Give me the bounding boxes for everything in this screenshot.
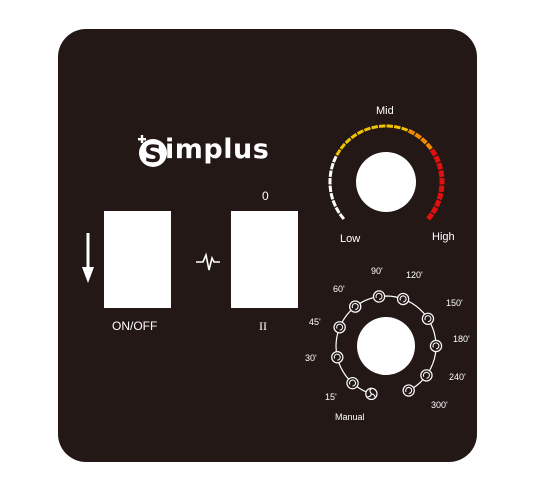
- heat-low-label: Low: [340, 233, 361, 245]
- switch-mode-label: II: [259, 319, 267, 333]
- timer-position-15: [346, 376, 359, 390]
- simplus-logo-icon: S: [138, 135, 167, 168]
- heat-scale-tick: [328, 185, 333, 193]
- heat-scale-tick: [350, 133, 358, 140]
- timer-position-90: [372, 290, 386, 303]
- clock-icon: [336, 323, 344, 331]
- heat-scale-tick: [436, 192, 444, 200]
- clock-icon: [405, 387, 413, 394]
- fan-icon: [367, 388, 376, 398]
- heat-scale-tick: [356, 129, 364, 135]
- heat-scale-tick: [420, 137, 428, 145]
- clock-icon: [424, 315, 432, 323]
- heat-scale-tick: [425, 142, 433, 151]
- heat-scale-tick: [414, 132, 422, 140]
- heat-scale-tick: [430, 206, 439, 215]
- clock-icon: [351, 303, 359, 310]
- clock-icon: [349, 379, 357, 387]
- heat-scale-tick: [329, 192, 335, 200]
- heat-scale-tick: [344, 137, 352, 145]
- heat-scale-tick: [363, 126, 371, 132]
- mode-rocker-switch[interactable]: [231, 211, 298, 308]
- timer-label-180: 180': [453, 334, 470, 344]
- clock-icon: [375, 292, 383, 300]
- heat-scale-tick: [338, 213, 346, 220]
- heat-scale-tick: [331, 199, 337, 207]
- brand-name: implus: [165, 134, 270, 165]
- heat-scale-tick: [429, 148, 438, 157]
- timer-position-manual: [365, 387, 378, 401]
- svg-text:S: S: [144, 140, 161, 168]
- timer-position-300: [402, 384, 415, 397]
- clock-icon: [333, 353, 341, 361]
- heat-scale-tick: [438, 170, 445, 178]
- heat-scale-tick: [434, 199, 442, 208]
- timer-position-180: [429, 339, 443, 353]
- heat-scale-tick: [339, 142, 347, 150]
- clock-icon: [399, 295, 407, 303]
- timer-manual-label: Manual: [335, 412, 365, 422]
- clock-icon: [432, 342, 440, 350]
- power-switch-label: ON/OFF: [112, 319, 158, 333]
- heat-mid-label: Mid: [376, 105, 394, 117]
- heat-scale-tick: [401, 126, 409, 132]
- heat-scale-tick: [371, 125, 379, 130]
- timer-label-90: 90': [371, 266, 383, 276]
- power-rocker-switch[interactable]: [104, 211, 171, 308]
- timer-label-150: 150': [446, 298, 463, 308]
- timer-label-60: 60': [333, 284, 345, 294]
- timer-label-240: 240': [449, 372, 466, 382]
- timer-label-300: 300': [431, 400, 448, 410]
- switch-off-label: 0: [262, 189, 269, 203]
- timer-position-240: [420, 369, 433, 382]
- timer-label-120: 120': [406, 270, 423, 280]
- timer-position-30: [331, 351, 344, 364]
- heat-scale-tick: [436, 162, 444, 171]
- timer-label-45: 45': [309, 317, 321, 327]
- heat-level-knob[interactable]: [356, 152, 416, 212]
- heat-scale-tick: [332, 155, 338, 163]
- heat-scale-tick: [328, 170, 333, 178]
- heat-scale-tick: [438, 185, 445, 193]
- timer-position-150: [421, 312, 435, 325]
- timer-knob[interactable]: [357, 317, 415, 375]
- timer-position-60: [349, 300, 362, 313]
- heat-scale-tick: [329, 162, 335, 170]
- timer-position-120: [396, 292, 410, 306]
- timer-label-15: 15': [325, 392, 337, 402]
- timer-position-45: [333, 321, 346, 334]
- clock-icon: [422, 371, 430, 379]
- heat-high-label: High: [432, 231, 455, 243]
- heat-scale-tick: [393, 125, 401, 130]
- heat-scale-tick: [407, 128, 416, 136]
- timer-label-30: 30': [305, 353, 317, 363]
- heat-scale-tick: [433, 155, 441, 164]
- heat-scale-tick: [335, 148, 342, 156]
- heat-scale-tick: [334, 206, 341, 214]
- heat-scale-tick: [426, 212, 435, 221]
